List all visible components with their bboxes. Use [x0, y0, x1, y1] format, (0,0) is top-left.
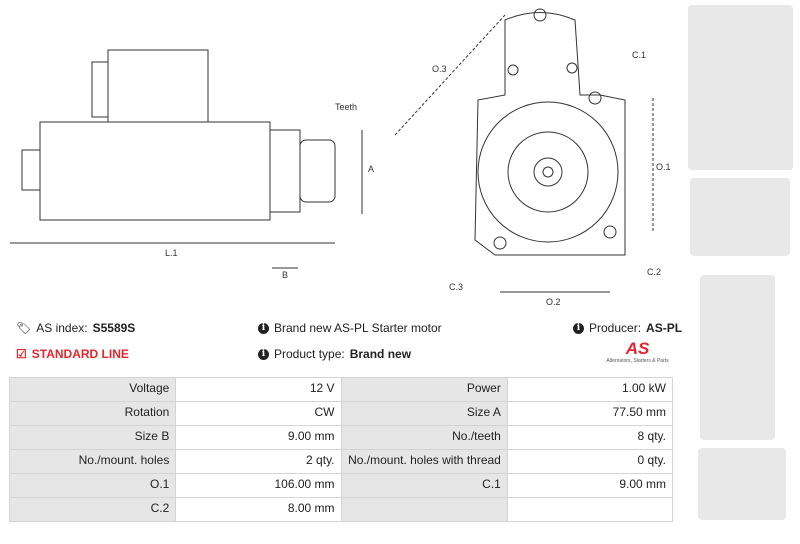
label-o1: O.1 [656, 162, 671, 172]
product-photo-side[interactable] [690, 178, 790, 256]
producer: i Producer: AS-PL [573, 321, 682, 335]
as-index: 🏷 AS index: S5589S [16, 321, 135, 335]
description: i Brand new AS-PL Starter motor [258, 321, 442, 335]
product-type-label: Product type: [274, 347, 345, 361]
label-c1: C.1 [632, 50, 646, 60]
producer-value: AS-PL [646, 321, 683, 335]
spec-value: 106.00 mm [175, 473, 342, 498]
spec-value: 8 qty. [506, 425, 674, 450]
description-text: Brand new AS-PL Starter motor [274, 321, 442, 335]
label-l1: L.1 [165, 248, 178, 258]
spec-value: CW [175, 401, 342, 426]
motor-body [39, 121, 271, 221]
logo-text: AS [625, 339, 650, 358]
spec-label: Size B [8, 425, 177, 450]
spec-label: C.2 [8, 497, 177, 522]
label-c2: C.2 [647, 267, 661, 277]
spec-value: 2 qty. [175, 449, 342, 474]
spec-value: 12 V [175, 377, 342, 402]
checkbox-icon: ☑ [16, 347, 27, 361]
as-pl-logo: AS Alternators, Starters & Parts [595, 339, 680, 365]
spec-value: 9.00 mm [506, 473, 674, 498]
spec-label: No./mount. holes with thread [340, 449, 508, 474]
spec-label: C.1 [340, 473, 508, 498]
info-icon: i [258, 322, 269, 334]
spec-value: 0 qty. [506, 449, 674, 474]
standard-line-badge: ☑ STANDARD LINE [16, 347, 129, 361]
tag-icon: 🏷 [16, 321, 32, 335]
product-photo-front[interactable] [688, 5, 793, 170]
label-b: B [282, 270, 288, 280]
product-photo-angle[interactable] [698, 448, 786, 520]
label-a: A [368, 164, 374, 174]
spec-label: Rotation [8, 401, 177, 426]
spec-value: 1.00 kW [506, 377, 674, 402]
logo-tagline: Alternators, Starters & Parts [606, 358, 669, 364]
spec-value [506, 497, 674, 522]
spec-label: Power [340, 377, 508, 402]
line-label: STANDARD LINE [31, 347, 129, 361]
product-photo-rear[interactable] [700, 275, 775, 440]
solenoid [107, 49, 209, 123]
label-o2: O.2 [546, 297, 561, 307]
label-o3: O.3 [432, 64, 447, 74]
spec-label: Size A [340, 401, 508, 426]
technical-drawing: Teeth A B L.1 O.1 O.2 O.3 C.1 C.2 C.3 [10, 8, 671, 307]
info-icon: i [573, 322, 584, 334]
product-type: i Product type: Brand new [258, 347, 411, 361]
spec-label: Voltage [8, 377, 177, 402]
spec-value: 77.50 mm [506, 401, 674, 426]
spec-value: 9.00 mm [175, 425, 342, 450]
label-c3: C.3 [449, 282, 463, 292]
product-type-value: Brand new [349, 347, 412, 361]
info-icon: i [258, 348, 269, 360]
spec-value: 8.00 mm [175, 497, 342, 522]
as-index-value: S5589S [92, 321, 136, 335]
spec-label: No./teeth [340, 425, 508, 450]
spec-label: O.1 [8, 473, 177, 498]
producer-label: Producer: [589, 321, 642, 335]
as-index-label: AS index: [36, 321, 88, 335]
label-teeth: Teeth [335, 102, 357, 112]
spec-label [340, 497, 508, 522]
spec-label: No./mount. holes [8, 449, 177, 474]
